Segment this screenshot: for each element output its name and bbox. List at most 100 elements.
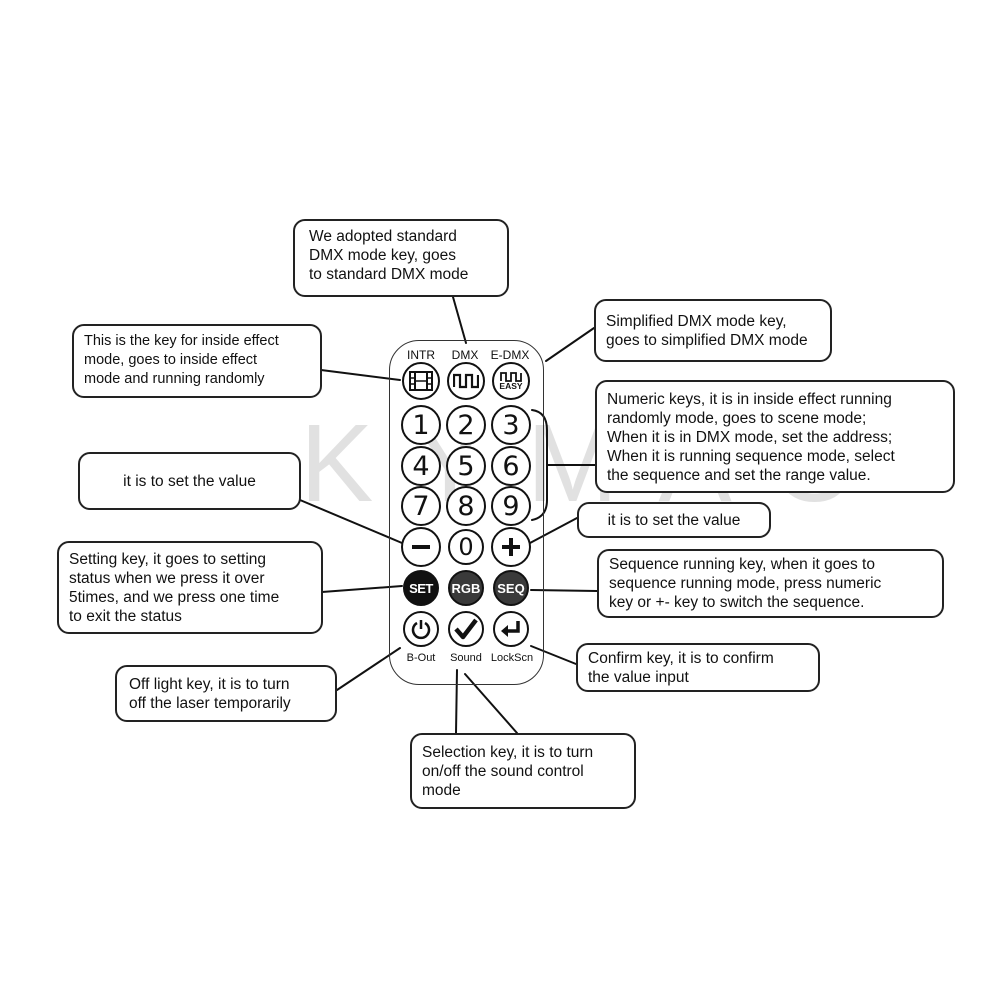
num-key-label: 6 (502, 450, 520, 482)
callout-confirm-key: Confirm key, it is to confirm the value … (576, 643, 820, 692)
callout-line: Numeric keys, it is in inside effect run… (607, 391, 892, 408)
callout-bout-key: Off light key, it is to turn off the las… (115, 665, 337, 722)
callout-plus-key: it is to set the value (577, 502, 771, 538)
square-wave-icon (453, 373, 479, 389)
rgb-key-label: RGB (451, 580, 481, 596)
num-key-5[interactable]: 5 (446, 446, 486, 486)
callout-line: Setting key, it goes to setting (69, 551, 267, 568)
callout-line: it is to set the value (123, 472, 256, 490)
callout-line: Sequence running key, when it goes to (609, 556, 875, 573)
callout-line: sequence running mode, press numeric (609, 575, 882, 592)
dmx-key[interactable] (447, 362, 485, 400)
sound-key[interactable] (448, 611, 484, 647)
num-key-7[interactable]: 7 (401, 486, 441, 526)
callout-line: mode (422, 781, 461, 799)
callout-line: status when we press it over (69, 570, 265, 587)
callout-line: mode and running randomly (84, 371, 265, 387)
callout-line: 5times, and we press one time (69, 589, 280, 606)
leader-dmx (452, 296, 467, 344)
num-key-label: 5 (457, 450, 475, 482)
rgb-key[interactable]: RGB (448, 570, 484, 606)
callout-line: randomly mode, goes to scene mode; (607, 410, 867, 427)
minus-key[interactable] (401, 527, 441, 567)
bout-key[interactable] (403, 611, 439, 647)
intr-key[interactable] (402, 362, 440, 400)
label-dmx: DMX (451, 348, 479, 362)
callout-line: DMX mode key, goes (309, 247, 457, 264)
enter-arrow-icon (501, 621, 520, 637)
callout-line: We adopted standard (309, 228, 457, 245)
callout-line: to exit the status (69, 608, 182, 625)
num-key-label: 0 (458, 533, 474, 561)
seq-key-label: SEQ (497, 580, 525, 596)
callout-line: Simplified DMX mode key, (606, 312, 787, 330)
lockscn-key[interactable] (493, 611, 529, 647)
callout-line: key or +- key to switch the sequence. (609, 594, 865, 611)
callout-line: the value input (588, 668, 689, 686)
callout-intr-mode: This is the key for inside effect mode, … (72, 324, 322, 398)
callout-numeric-keys: Numeric keys, it is in inside effect run… (595, 380, 955, 493)
set-key[interactable]: SET (403, 570, 439, 606)
remote-control-body (389, 340, 544, 685)
leader-set (321, 585, 403, 593)
minus-icon (412, 545, 430, 549)
leader-plus (529, 517, 578, 544)
num-key-9[interactable]: 9 (491, 486, 531, 526)
plus-key[interactable] (491, 527, 531, 567)
edmx-key[interactable]: EASY (492, 362, 530, 400)
callout-edmx-mode: Simplified DMX mode key, goes to simplif… (594, 299, 832, 362)
callout-line: mode, goes to inside effect (84, 352, 258, 368)
callout-dmx-mode: We adopted standard DMX mode key, goes t… (293, 219, 509, 297)
label-bout: B-Out (406, 652, 436, 664)
callout-line: Off light key, it is to turn (129, 675, 290, 693)
plus-icon (502, 538, 520, 556)
label-edmx: E-DMX (490, 348, 530, 362)
set-key-label: SET (409, 580, 433, 596)
num-key-2[interactable]: 2 (446, 405, 486, 445)
num-key-label: 3 (502, 409, 520, 441)
num-key-label: 7 (412, 490, 430, 522)
num-key-3[interactable]: 3 (491, 405, 531, 445)
callout-seq-key: Sequence running key, when it goes to se… (597, 549, 944, 618)
num-key-8[interactable]: 8 (446, 486, 486, 526)
leader-intr (320, 369, 401, 381)
label-sound: Sound (450, 652, 482, 664)
callout-line: When it is running sequence mode, select (607, 448, 895, 465)
callout-line: on/off the sound control (422, 762, 584, 780)
seq-key[interactable]: SEQ (493, 570, 529, 606)
callout-set-key: Setting key, it goes to setting status w… (57, 541, 323, 634)
callout-line: goes to simplified DMX mode (606, 331, 808, 349)
callout-line: Confirm key, it is to confirm (588, 649, 774, 667)
num-key-4[interactable]: 4 (401, 446, 441, 486)
callout-sound-key: Selection key, it is to turn on/off the … (410, 733, 636, 809)
callout-line: Selection key, it is to turn (422, 743, 594, 761)
film-icon (409, 371, 433, 391)
label-lockscn: LockScn (490, 652, 534, 664)
num-key-label: 9 (502, 490, 520, 522)
leader-seq (530, 589, 598, 592)
num-key-label: 2 (457, 409, 475, 441)
num-key-6[interactable]: 6 (491, 446, 531, 486)
callout-line: the sequence and set the range value. (607, 467, 871, 484)
leader-confirm (530, 645, 577, 665)
square-wave-easy-icon (500, 372, 522, 382)
easy-label: EASY (499, 381, 523, 391)
callout-line: This is the key for inside effect (84, 333, 279, 349)
callout-line: off the laser temporarily (129, 694, 291, 712)
check-icon (454, 618, 478, 640)
num-key-1[interactable]: 1 (401, 405, 441, 445)
label-intr: INTR (407, 348, 435, 362)
num-key-label: 4 (412, 450, 430, 482)
callout-line: When it is in DMX mode, set the address; (607, 429, 893, 446)
num-key-label: 1 (412, 409, 430, 441)
num-key-0[interactable]: 0 (448, 529, 484, 565)
callout-minus-key: it is to set the value (78, 452, 301, 510)
callout-line: it is to set the value (607, 511, 741, 529)
leader-edmx (545, 327, 595, 362)
callout-line: to standard DMX mode (309, 266, 469, 283)
leader-minus (299, 499, 403, 544)
num-key-label: 8 (457, 490, 475, 522)
power-icon (411, 620, 431, 640)
leader-sound (455, 669, 518, 734)
